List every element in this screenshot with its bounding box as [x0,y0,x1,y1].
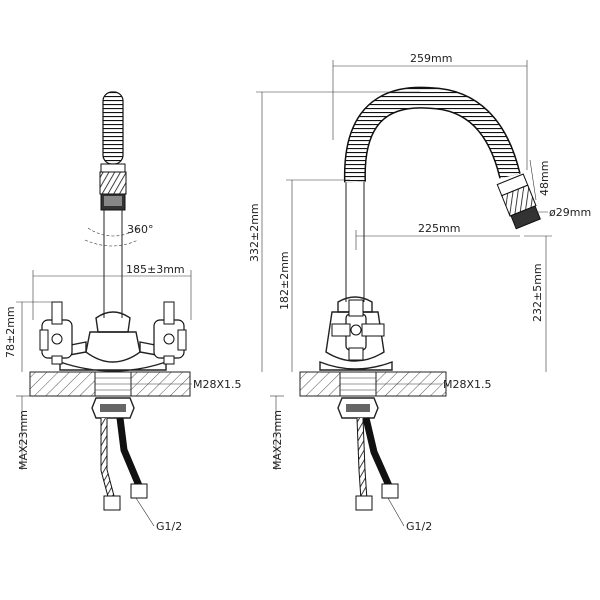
side-flex-spout [343,86,541,230]
left-handle-front [39,301,87,365]
dim-outlet-height: 232±5mm [524,235,552,372]
dim-reach: 225mm [355,222,520,250]
front-flex-hose [99,91,127,211]
rotation-indicator: 360° [84,223,154,247]
spout-height-label: 182±2mm [278,251,291,310]
dim-thread-left: M28X1.5 [131,378,242,391]
handle-height-label: 78±2mm [4,306,17,358]
thread-right-label: M28X1.5 [443,378,492,391]
top-width-label: 259mm [410,52,452,65]
side-view: 259mm 332±2mm 182±2mm 232±5mm 225mm 48mm [248,52,591,533]
thread-left-label: M28X1.5 [193,378,242,391]
dim-nozzle-diameter: ø29mm [524,206,591,219]
dim-thickness-left: MAX23mm [16,395,30,470]
hose-right-label: G1/2 [406,520,432,533]
right-handle-front [139,301,187,365]
hose-left-label: G1/2 [156,520,182,533]
dim-hose-left: G1/2 [135,497,182,533]
thickness-right-label: MAX23mm [271,410,284,470]
thickness-left-label: MAX23mm [17,410,30,470]
nozzle-diameter-label: ø29mm [549,206,591,219]
dim-handle-spread: 185±3mm [32,263,192,320]
dim-hose-right: G1/2 [387,497,432,533]
front-view: 360° [4,91,242,533]
supply-hoses-side [355,417,399,511]
rotation-label: 360° [127,223,154,236]
handle-spread-label: 185±3mm [126,263,185,276]
dim-thread-right: M28X1.5 [376,378,492,391]
dim-thickness-right: MAX23mm [270,395,284,470]
dim-handle-height: 78±2mm [4,301,52,372]
dim-top-width: 259mm [332,52,528,170]
total-height-label: 332±2mm [248,203,261,262]
dim-nozzle-length: 48mm [529,159,551,201]
nozzle-length-label: 48mm [538,161,551,196]
supply-hoses-front [100,417,148,511]
reach-label: 225mm [418,222,460,235]
outlet-height-label: 232±5mm [531,263,544,322]
handle-side [331,299,385,361]
dim-spout-height: 182±2mm [278,179,350,372]
dim-total-height: 332±2mm [248,91,420,372]
